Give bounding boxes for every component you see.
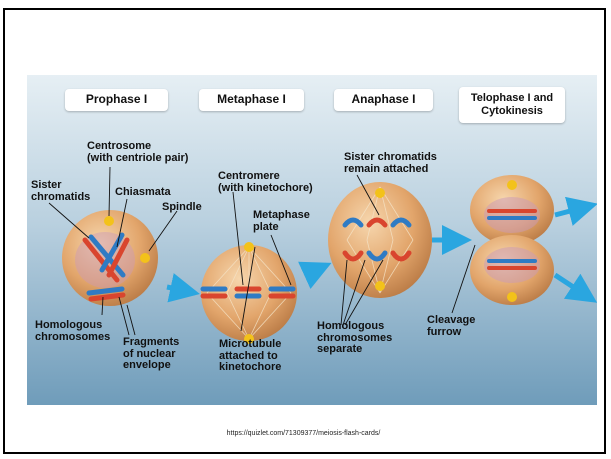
meiosis-figure: Prophase I Metaphase I Anaphase I Teloph… <box>27 75 597 405</box>
source-url: https://quizlet.com/71309377/meiosis-fla… <box>0 430 607 437</box>
label-sister-chromatids: Sister chromatids <box>31 180 90 203</box>
label-homologous-chromosomes: Homologous chromosomes <box>35 320 110 343</box>
label-centrosome: Centrosome (with centriole pair) <box>87 141 188 164</box>
label-microtubule: Microtubule attached to kinetochore <box>219 339 281 374</box>
label-centromere: Centromere (with kinetochore) <box>218 171 313 194</box>
meiosis-diagram <box>27 75 597 405</box>
label-metaphase-plate: Metaphase plate <box>253 210 310 233</box>
stage-label-telophase: Telophase I and Cytokinesis <box>459 87 565 123</box>
stage-label-prophase: Prophase I <box>65 89 168 111</box>
label-spindle: Spindle <box>162 202 202 214</box>
label-homologous-separate: Homologous chromosomes separate <box>317 321 392 356</box>
stage-label-anaphase: Anaphase I <box>334 89 433 111</box>
label-cleavage-furrow: Cleavage furrow <box>427 315 475 338</box>
label-sister-remain: Sister chromatids remain attached <box>344 152 437 175</box>
prophase-cell <box>62 210 158 306</box>
anaphase-cell <box>328 182 432 298</box>
label-chiasmata: Chiasmata <box>115 187 171 199</box>
label-fragments: Fragments of nuclear envelope <box>123 337 179 372</box>
stage-label-metaphase: Metaphase I <box>199 89 304 111</box>
